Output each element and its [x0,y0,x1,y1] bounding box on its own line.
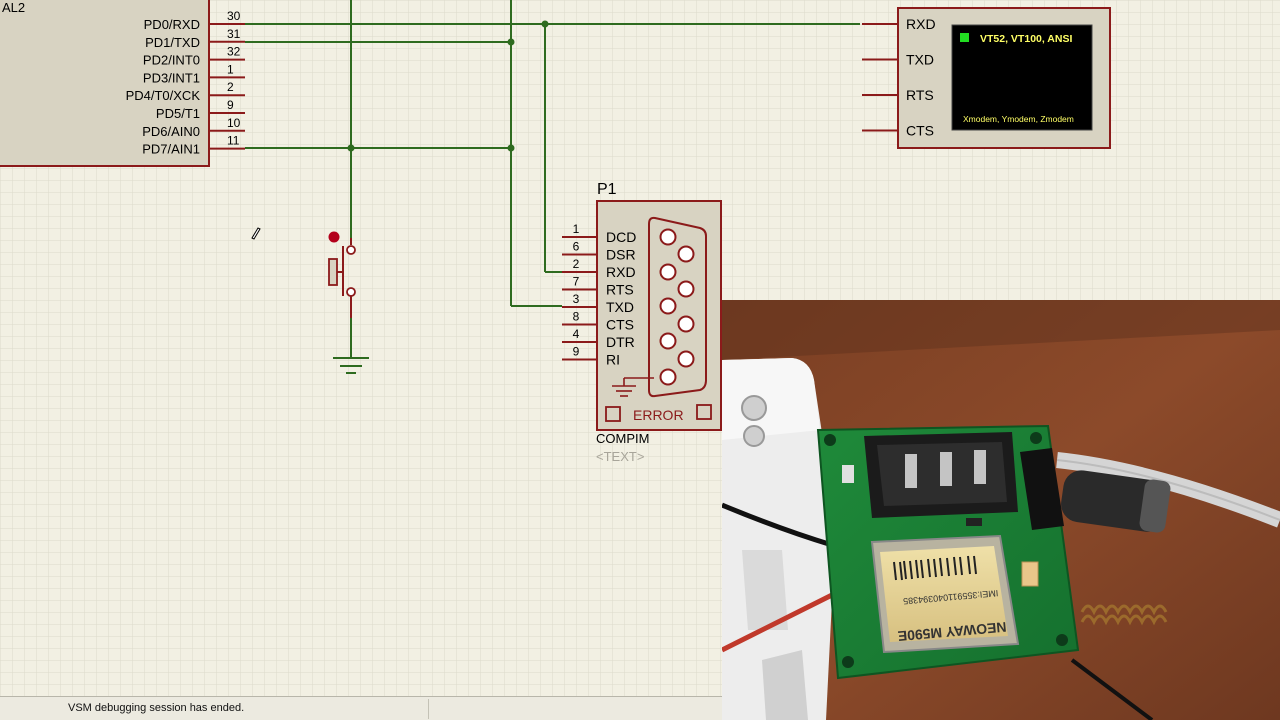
terminal-pins: RXD TXD RTS CTS [862,16,936,139]
terminal-pin-label: CTS [906,123,934,139]
compim-body[interactable] [596,200,722,431]
terminal-modes-text: VT52, VT100, ANSI [980,33,1072,45]
compim-ref: P1 [597,181,617,198]
terminal-pin-label: RXD [906,16,936,32]
db9-hole [659,332,677,350]
mcu-pin-number: 31 [227,27,241,41]
compim-pin-number: 6 [573,240,580,254]
db9-hole [677,350,695,368]
mcu-pin-label: PD4/T0/XCK [126,88,201,103]
db9-hole [677,280,695,298]
compim-type: COMPIM [596,431,649,446]
compim-pin-label: RI [606,352,620,368]
compim-pin-label: TXD [606,299,634,315]
mcu-pin-label: PD7/AIN1 [142,142,200,157]
db9-connector-icon [648,216,707,398]
db9-hole [659,368,677,386]
status-bar: VSM debugging session has ended. [0,696,722,720]
wire-junctions [347,20,549,152]
terminal-pin-label: RTS [906,87,934,103]
db9-hole [677,245,695,263]
junction-dot [507,144,515,152]
compim-pin-number: 2 [573,257,580,271]
compim-pin-label: DSR [606,247,636,263]
pencil-cursor-icon [251,227,261,240]
compim-pin-label: CTS [606,317,634,333]
compim-pin-number: 7 [573,275,580,289]
compim-pin-label: DCD [606,229,636,245]
mcu-pin-number: 1 [227,62,234,76]
junction-dot [507,38,515,46]
compim-text-placeholder: <TEXT> [596,449,644,464]
gsm-module-photo: IMEI:355911040394385 NEOWAY M590E [722,300,1280,720]
tx-led-icon [696,404,712,420]
db9-hole [659,228,677,246]
mcu-pin-number: 10 [227,116,241,130]
mcu-pin-number: 9 [227,98,234,112]
compim-pin-number: 4 [573,327,580,341]
push-button[interactable] [328,231,356,319]
wires [245,0,860,307]
mcu-pin-label: PD3/INT1 [143,70,200,85]
mcu-pin-label: PD6/AIN0 [142,124,200,139]
mcu-body[interactable] [0,0,210,167]
mcu-pin-number: 2 [227,80,234,94]
compim-pin-number: 8 [573,310,580,324]
mcu-name: AL2 [2,0,25,15]
junction-dot [347,144,355,152]
status-message: VSM debugging session has ended. [68,702,245,714]
terminal-status-indicator [960,33,969,42]
virtual-terminal[interactable]: VT52, VT100, ANSI Xmodem, Ymodem, Zmodem… [862,7,1111,149]
terminal-pin-label: TXD [906,52,934,68]
mcu-pin-number: 32 [227,45,241,59]
compim-pin-label: RXD [606,264,636,280]
compim-pin-label: RTS [606,282,634,298]
mcu-pin-label: PD1/TXD [145,35,200,50]
terminal-protocols-text: Xmodem, Ymodem, Zmodem [963,114,1074,124]
db9-hole [659,263,677,281]
junction-dot [541,20,549,28]
mcu-pin-label: PD5/T1 [156,106,200,121]
db9-ground-icon [612,377,654,397]
rx-led-icon [605,406,621,422]
db9-hole [677,315,695,333]
mcu-pin-number: 30 [227,9,241,23]
status-bar-divider [428,699,429,719]
compim-pin-number: 3 [573,292,580,306]
ground-symbol [333,318,369,374]
mcu-pin-label: PD2/INT0 [143,53,200,68]
db9-pin-holes [659,228,695,386]
db9-hole [659,297,677,315]
terminal-screen [951,24,1093,131]
mcu-pin-number: 11 [227,134,240,148]
button-state-indicator[interactable] [328,231,340,243]
compim-pin-number: 1 [573,222,580,236]
compim-status-text: ERROR [633,407,684,423]
compim-pin-number: 9 [573,345,580,359]
mcu-pin-label: PD0/RXD [144,17,200,32]
compim-pin-label: DTR [606,334,635,350]
